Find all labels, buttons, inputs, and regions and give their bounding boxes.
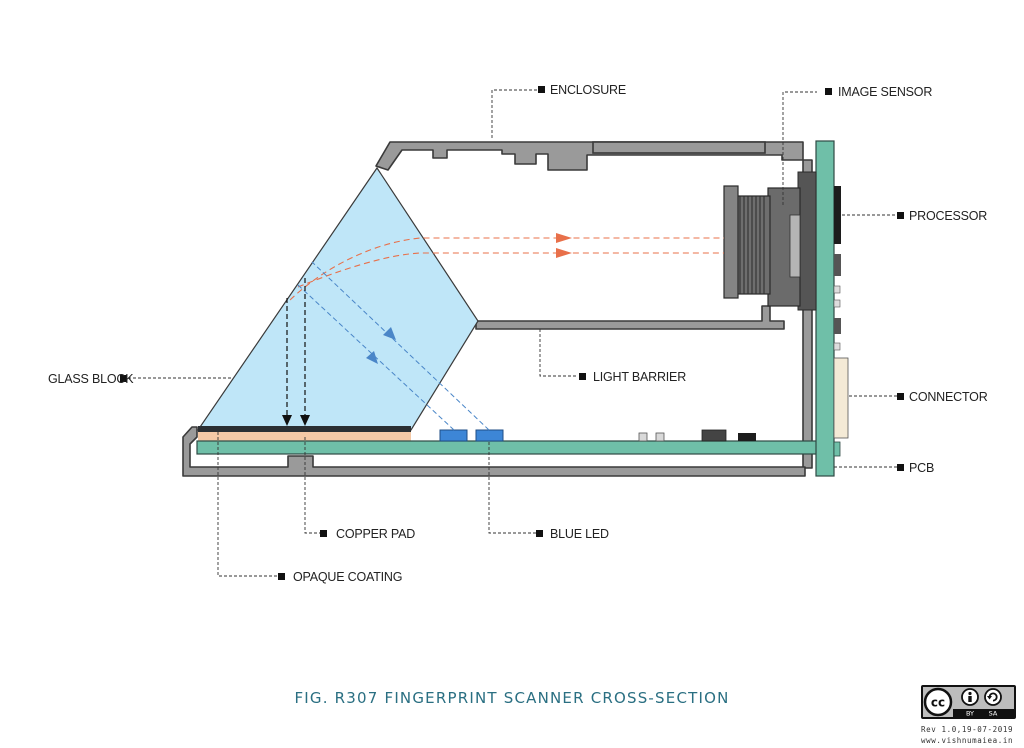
blue-led-2	[475, 429, 504, 442]
side-component	[834, 318, 841, 334]
smd-ic	[701, 429, 727, 442]
light-barrier-leader	[539, 329, 578, 377]
blue-led-1	[439, 429, 468, 442]
revision-text: Rev 1.0,19-07-2019	[921, 725, 1013, 734]
label-enclosure: ENCLOSURE	[550, 83, 626, 97]
label-light-barrier: LIGHT BARRIER	[593, 370, 686, 384]
label-bullet	[897, 393, 904, 400]
enclosure-top-channel	[592, 141, 766, 154]
image-sensor-chip	[789, 214, 801, 278]
cc-logo-text: cc	[931, 696, 945, 710]
ray-arrow	[366, 351, 378, 364]
side-component	[834, 254, 841, 276]
ray-arrow	[383, 327, 396, 340]
label-bullet	[825, 88, 832, 95]
website-text: www.vishnumaiea.in	[921, 736, 1013, 745]
copper-pad-leader	[304, 437, 320, 534]
side-component	[833, 342, 841, 351]
connector-block	[833, 357, 849, 439]
label-image-sensor: IMAGE SENSOR	[838, 85, 932, 99]
figure-title: FIG. R307 FINGERPRINT SCANNER CROSS-SECT…	[294, 689, 729, 707]
main-pcb	[196, 440, 818, 455]
lens-front	[723, 185, 739, 299]
cc-by-text: BY	[966, 710, 974, 718]
ray-arrow	[556, 248, 572, 258]
smd-ic	[738, 433, 756, 441]
image-sensor-leader	[782, 91, 817, 205]
label-processor: PROCESSOR	[909, 209, 987, 223]
label-bullet	[897, 212, 904, 219]
cc-license-badge: cc BY SA	[921, 685, 1016, 719]
label-bullet	[120, 375, 127, 382]
label-bullet	[536, 530, 543, 537]
enclosure-bottom-wall	[182, 426, 806, 477]
smd-component	[655, 432, 665, 442]
label-bullet	[320, 530, 327, 537]
lens-threads	[739, 196, 765, 294]
label-bullet	[579, 373, 586, 380]
blue-led-leader	[488, 442, 536, 534]
label-opaque-coating: OPAQUE COATING	[293, 570, 402, 584]
processor-chip	[834, 186, 841, 244]
label-connector: CONNECTOR	[909, 390, 988, 404]
opaque-coating-leader	[217, 432, 278, 577]
light-barrier	[475, 305, 785, 330]
glass-block	[196, 166, 479, 431]
sa-icon	[984, 688, 1002, 706]
copper-pad-layer	[198, 432, 411, 441]
vertical-pcb	[815, 140, 835, 477]
ray-arrow	[556, 233, 572, 243]
cc-sa-text: SA	[989, 710, 998, 718]
label-bullet	[278, 573, 285, 580]
side-component	[833, 441, 841, 457]
label-pcb: PCB	[909, 461, 934, 475]
opaque-coating-layer	[198, 426, 411, 432]
enclosure-leader	[491, 89, 538, 138]
label-bullet	[538, 86, 545, 93]
label-blue-led: BLUE LED	[550, 527, 609, 541]
label-copper-pad: COPPER PAD	[336, 527, 415, 541]
side-component	[833, 285, 841, 294]
reflected-light-rays	[289, 237, 724, 301]
enclosure-right-wall	[802, 159, 813, 469]
down-arrow	[282, 415, 292, 426]
lens-barrel	[735, 195, 771, 295]
downward-rays	[286, 278, 306, 418]
label-glass-block: GLASS BLOCK	[48, 372, 134, 386]
down-arrow	[300, 415, 310, 426]
side-component	[833, 299, 841, 308]
smd-component	[638, 432, 648, 442]
sensor-mount	[797, 171, 817, 311]
label-bullet	[897, 464, 904, 471]
